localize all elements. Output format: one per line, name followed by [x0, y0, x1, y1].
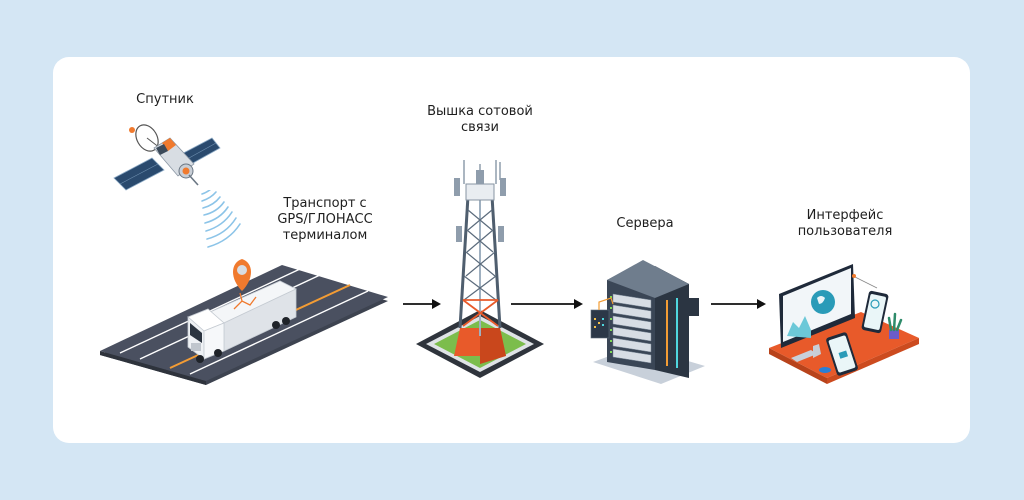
label-tower: Вышка сотовой связи [405, 104, 555, 136]
satellite-icon [112, 120, 222, 200]
truck-icon [100, 255, 395, 385]
server-rack-icon [585, 258, 725, 386]
cell-tower-icon [410, 160, 550, 382]
label-line: Транспорт с [283, 196, 367, 211]
label-line: Спутник [136, 92, 194, 107]
label-line: связи [461, 120, 499, 135]
label-satellite: Спутник [120, 92, 210, 108]
arrow-server-to-ui [711, 299, 766, 309]
devices-icon [765, 258, 923, 384]
label-vehicle: Транспорт с GPS/ГЛОНАСС терминалом [255, 196, 395, 244]
label-line: Сервера [616, 216, 674, 231]
arrow-vehicle-to-tower [403, 299, 441, 309]
label-line: Интерфейс [806, 208, 884, 223]
label-line: GPS/ГЛОНАСС [277, 212, 373, 227]
label-ui: Интерфейс пользователя [780, 208, 910, 240]
label-line: терминалом [282, 228, 368, 243]
label-line: пользователя [797, 224, 893, 239]
label-line: Вышка сотовой [427, 104, 533, 119]
label-server: Сервера [595, 216, 695, 232]
arrow-tower-to-server [511, 299, 583, 309]
signal-waves-icon [198, 187, 258, 260]
